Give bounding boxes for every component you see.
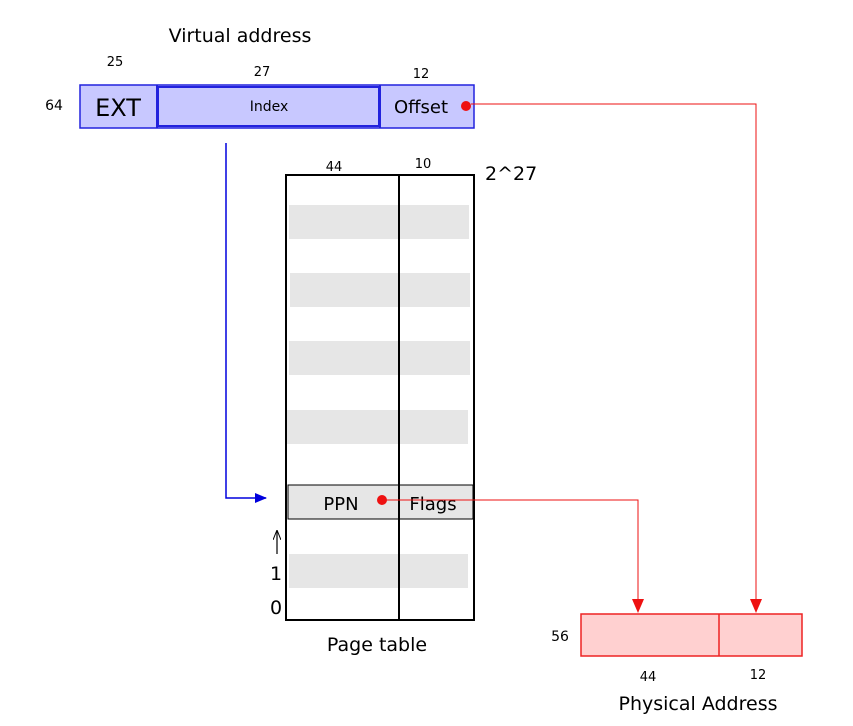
- page-table-row: [289, 341, 470, 375]
- page-table-row: [290, 273, 470, 307]
- physical-address-width: 56: [551, 629, 569, 645]
- row-index-zero: 0: [270, 597, 282, 619]
- flags-column-bits: 10: [415, 157, 432, 172]
- page-table-frame: [285, 174, 475, 621]
- physical-ppn-bits: 44: [640, 670, 657, 685]
- ppn-label: PPN: [323, 494, 358, 515]
- offset-bits: 12: [413, 67, 430, 82]
- ppn-column-bits: 44: [326, 160, 343, 175]
- physical-address-title: Physical Address: [619, 693, 778, 715]
- virtual-address-box: [79, 84, 475, 129]
- page-table-title: Page table: [327, 634, 427, 656]
- page-table: PPN Flags: [285, 174, 475, 621]
- offset-field-label: Offset: [394, 97, 448, 118]
- page-table-entry-count: 2^27: [485, 163, 537, 185]
- index-field-label: Index: [250, 99, 289, 115]
- offset-connector-dot: [461, 101, 471, 111]
- index-lookup-arrow: [225, 143, 267, 503]
- page-table-row: [289, 554, 468, 588]
- row-index-one: 1: [270, 563, 282, 585]
- index-bits: 27: [254, 65, 271, 80]
- physical-offset-bits: 12: [750, 668, 767, 683]
- ext-field-label: EXT: [95, 94, 141, 122]
- offset-copy-arrow: [471, 103, 762, 613]
- ppn-copy-arrow: [382, 499, 644, 613]
- ext-bits: 25: [107, 55, 124, 70]
- index-field: [157, 86, 380, 127]
- page-table-row: [289, 205, 469, 239]
- virtual-address-register: EXT Index Offset: [79, 84, 475, 129]
- virtual-address-width: 64: [45, 98, 63, 114]
- flags-label: Flags: [409, 494, 456, 515]
- physical-address-register: [580, 613, 803, 657]
- physical-address-box: [580, 613, 803, 657]
- virtual-address-title: Virtual address: [169, 25, 312, 47]
- page-table-row: [287, 410, 468, 444]
